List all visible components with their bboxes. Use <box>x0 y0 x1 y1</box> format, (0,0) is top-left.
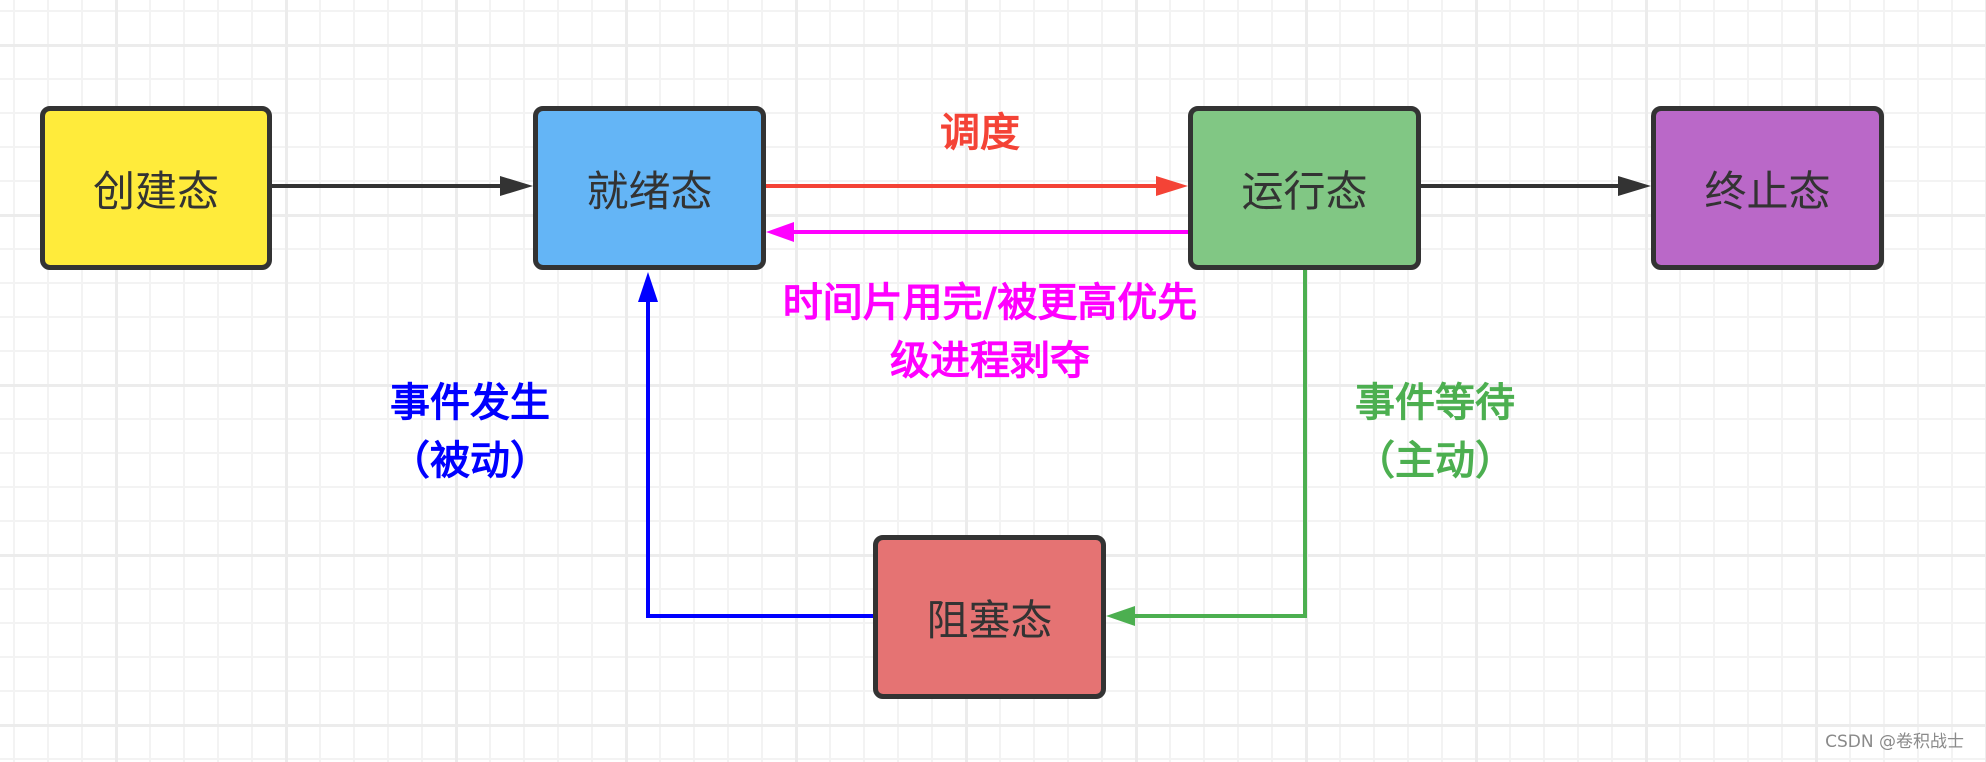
edge-running-to-ready <box>766 222 1188 242</box>
watermark: CSDN @卷积战士 <box>1825 732 1964 752</box>
node-terminated-state[interactable]: 终止态 <box>1651 106 1884 270</box>
node-create-state[interactable]: 创建态 <box>40 106 272 270</box>
node-ready-state[interactable]: 就绪态 <box>533 106 766 270</box>
label-event-wait-line2: （主动） <box>1355 438 1515 484</box>
node-ready-label: 就绪态 <box>586 166 713 216</box>
node-blocked-state[interactable]: 阻塞态 <box>873 535 1106 699</box>
label-event-wait-line1: 事件等待 <box>1355 380 1515 426</box>
edge-running-to-blocked <box>1106 270 1307 626</box>
label-preempt-line2: 级进程剥夺 <box>890 338 1090 384</box>
node-terminated-label: 终止态 <box>1704 166 1831 216</box>
label-event-occur-line1: 事件发生 <box>390 380 550 426</box>
label-event-occur-line2: （被动） <box>390 438 550 484</box>
node-create-label: 创建态 <box>92 166 219 216</box>
edge-create-to-ready <box>270 176 533 196</box>
edge-blocked-to-ready <box>638 272 873 618</box>
label-event-wait: 事件等待 （主动） <box>1310 374 1560 490</box>
edge-ready-to-running <box>766 176 1188 196</box>
node-running-label: 运行态 <box>1241 166 1368 216</box>
label-preempt-line1: 时间片用完/被更高优先 <box>782 280 1198 326</box>
node-running-state[interactable]: 运行态 <box>1188 106 1421 270</box>
node-blocked-label: 阻塞态 <box>926 595 1053 645</box>
edge-running-to-terminated <box>1420 176 1651 196</box>
label-event-occur: 事件发生 （被动） <box>345 374 595 490</box>
label-schedule-text: 调度 <box>940 110 1020 156</box>
label-schedule: 调度 <box>900 104 1060 162</box>
label-preempt: 时间片用完/被更高优先 级进程剥夺 <box>720 274 1260 390</box>
